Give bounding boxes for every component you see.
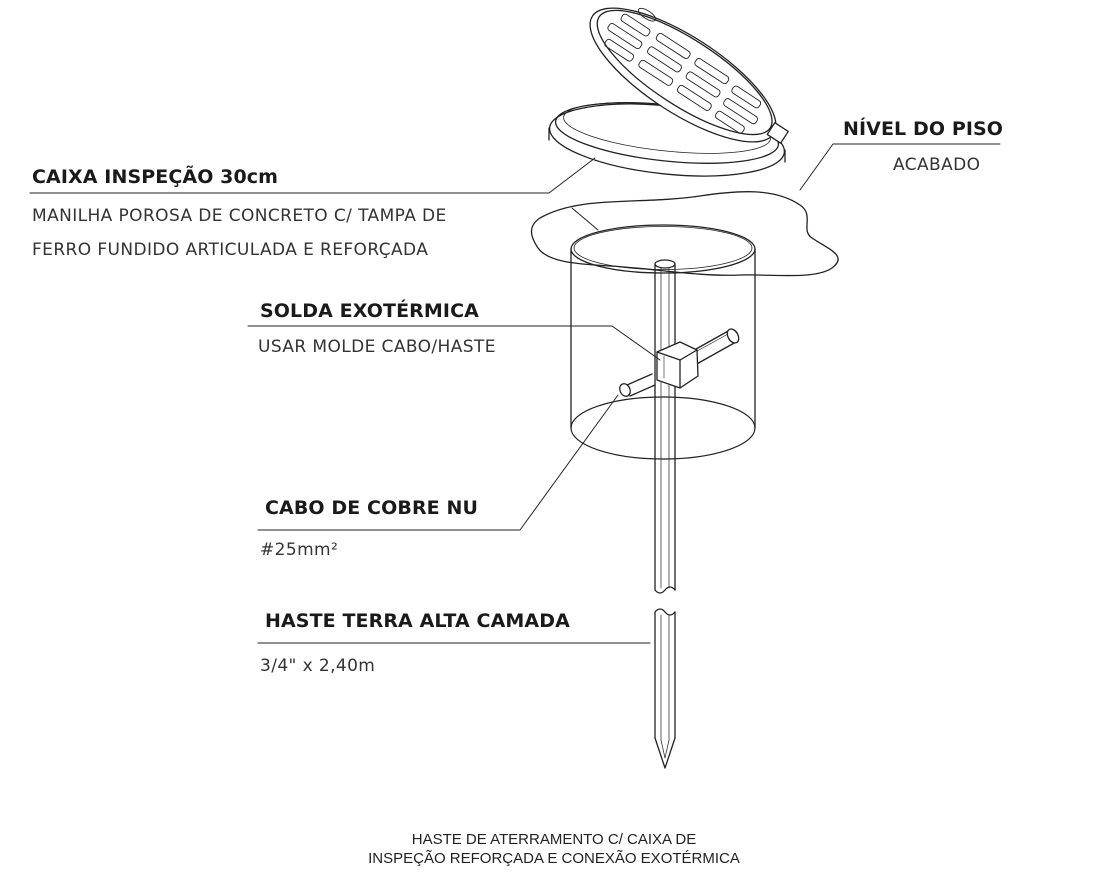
inspection-box-cylinder [570,224,756,460]
leader-caixa [29,157,596,194]
cabo-cobre-sub: #25mm² [260,540,339,560]
nivel-piso-title: NÍVEL DO PISO [843,118,1004,140]
solda-exotermica-title: SOLDA EXOTÉRMICA [260,300,479,322]
haste-terra-sub: 3/4" x 2,40m [260,656,376,676]
hinged-cast-iron-lid [589,7,789,144]
caixa-inspecao-desc-line1: MANILHA POROSA DE CONCRETO C/ TAMPA DE [32,206,447,226]
caixa-inspecao-title: CAIXA INSPEÇÃO 30cm [32,166,279,188]
drawing-caption-line2: INSPEÇÃO REFORÇADA E CONEXÃO EXOTÉRMICA [368,850,740,867]
cabo-cobre-title: CABO DE COBRE NU [265,497,478,519]
caixa-inspecao-desc-line2: FERRO FUNDIDO ARTICULADA E REFORÇADA [32,240,429,260]
leader-solda [247,325,661,361]
exothermic-weld [656,341,699,389]
solda-exotermica-sub: USAR MOLDE CABO/HASTE [258,337,496,357]
leader-nivel [799,143,1001,191]
ground-rod [654,259,676,769]
haste-terra-title: HASTE TERRA ALTA CAMADA [265,610,570,632]
drawing-caption-line1: HASTE DE ATERRAMENTO C/ CAIXA DE [411,831,697,848]
nivel-piso-sub: ACABADO [893,155,981,175]
leader-lines [29,143,1001,644]
leader-cabo [257,394,619,531]
floor-level-patch [530,191,839,277]
